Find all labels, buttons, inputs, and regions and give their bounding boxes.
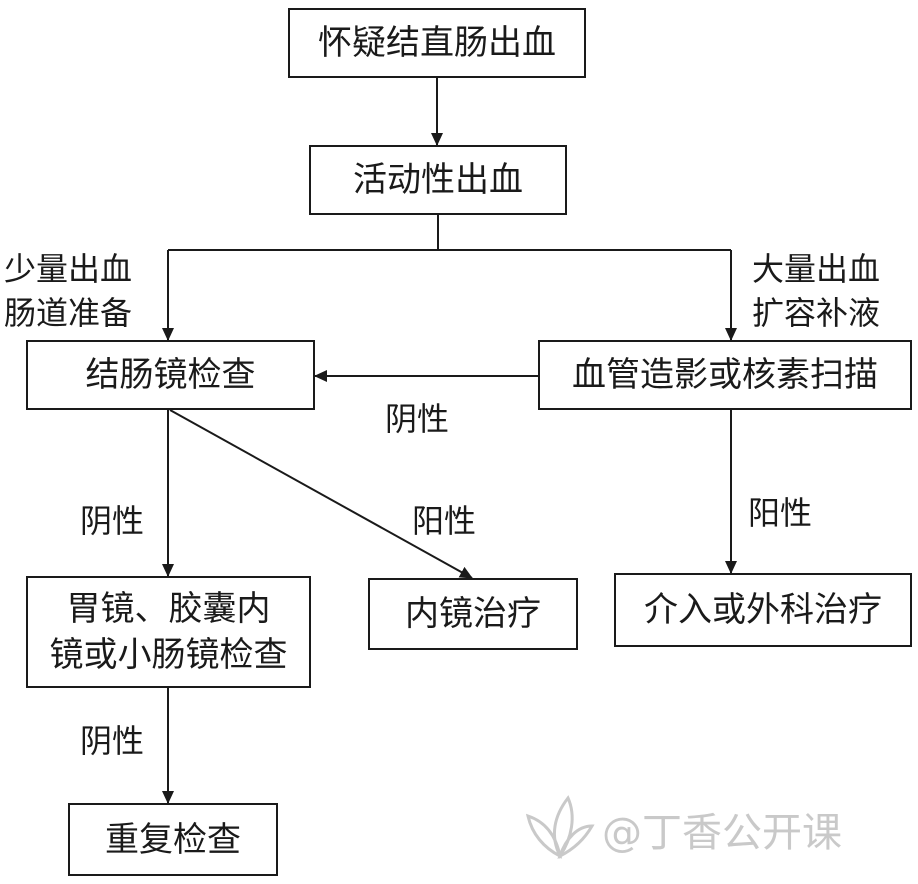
label-massive-bleeding-2: 扩容补液 [752, 294, 881, 332]
node-repeat: 重复检查 [68, 803, 278, 876]
node-colonoscopy: 结肠镜检查 [26, 340, 315, 410]
label-minor-bleeding-2: 肠道准备 [4, 294, 133, 332]
arrow-colonoscopy-to-endo [169, 409, 473, 579]
node-angiography: 血管造影或核素扫描 [538, 340, 912, 410]
node-upper-gi-line1: 胃镜、胶囊内 [66, 589, 271, 629]
node-suspect: 怀疑结直肠出血 [288, 8, 586, 78]
node-active-bleeding: 活动性出血 [309, 145, 567, 215]
label-negative-uppergi: 阴性 [80, 722, 145, 760]
watermark-text: @丁香公开课 [602, 810, 842, 856]
label-negative-angiography: 阴性 [385, 400, 450, 438]
node-upper-gi-line2: 镜或小肠镜检查 [49, 635, 288, 675]
node-intervention: 介入或外科治疗 [614, 573, 912, 647]
node-upper-gi: 胃镜、胶囊内 镜或小肠镜检查 [26, 576, 311, 688]
label-positive-colonoscopy: 阳性 [412, 502, 477, 540]
label-massive-bleeding-1: 大量出血 [752, 250, 881, 288]
label-negative-colonoscopy: 阴性 [80, 502, 145, 540]
label-positive-angiography: 阳性 [748, 494, 813, 532]
watermark-flower-icon [525, 795, 595, 859]
label-minor-bleeding-1: 少量出血 [4, 250, 133, 288]
node-endo-treatment: 内镜治疗 [368, 578, 578, 650]
